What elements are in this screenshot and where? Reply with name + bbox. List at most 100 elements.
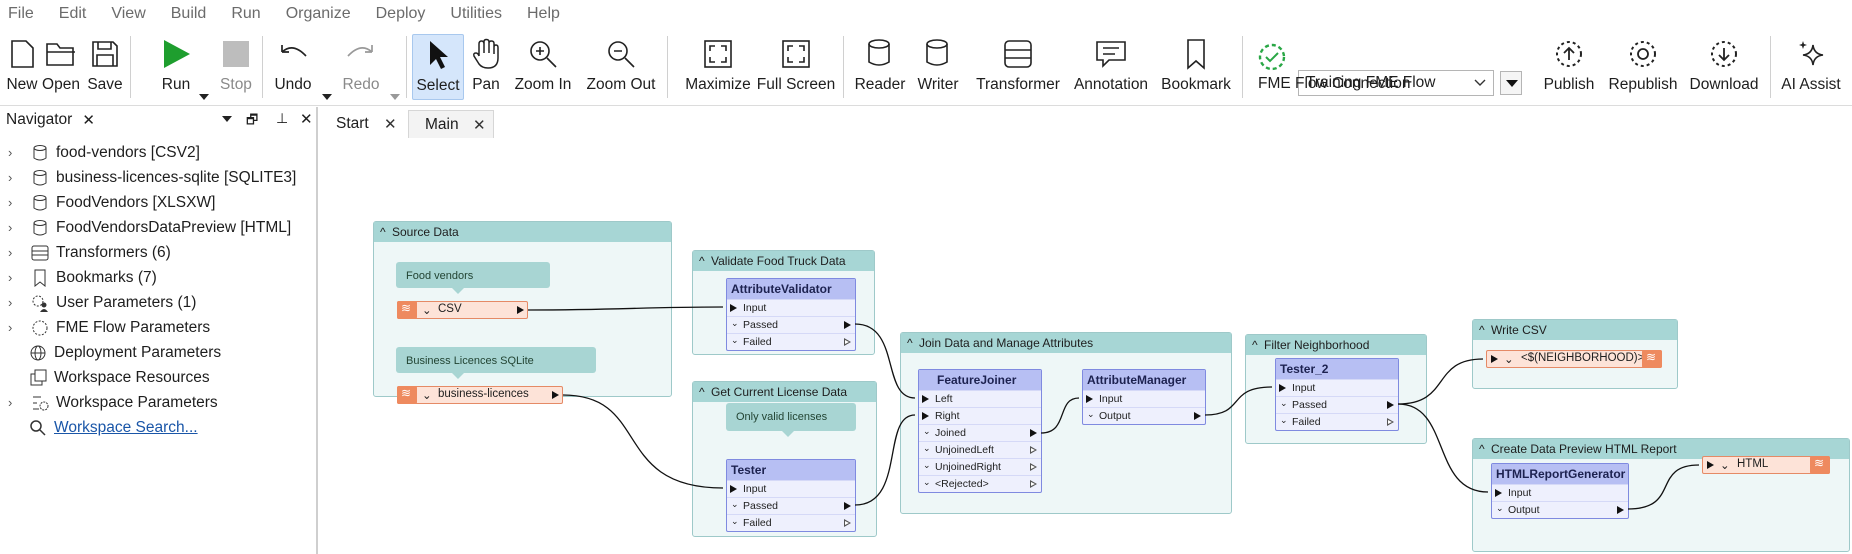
reader-button[interactable]: Reader [855, 34, 905, 100]
maximize-button[interactable]: Maximize [678, 34, 758, 100]
nav-item-workspace-resources[interactable]: Workspace Resources [20, 365, 210, 390]
zoom-out-button[interactable]: Zoom Out [585, 34, 657, 100]
close-panel-icon[interactable]: ✕ [300, 111, 313, 128]
republish-button[interactable]: Republish [1608, 34, 1678, 100]
expand-chevron-icon[interactable]: › [8, 170, 13, 185]
annotation-food-vendors[interactable]: Food vendors [396, 262, 550, 294]
menu-run[interactable]: Run [231, 5, 261, 22]
expand-chevron-icon[interactable]: › [8, 320, 13, 335]
menu-file[interactable]: File [8, 5, 34, 22]
workspace-search-link[interactable]: Workspace Search... [54, 418, 198, 436]
transformer-feature-joiner[interactable]: FeatureJoiner Left Right ⌄Joined ⌄Unjoin… [918, 369, 1042, 493]
nav-item-food-vendors[interactable]: ›food-vendors [CSV2] [0, 140, 200, 165]
chevron-down-icon[interactable]: ⌄ [1720, 460, 1730, 472]
ai-assist-button[interactable]: AI Assist [1778, 34, 1844, 100]
menu-organize[interactable]: Organize [285, 5, 351, 22]
input-port[interactable]: Input [1276, 379, 1398, 396]
stop-button[interactable]: Stop [218, 34, 254, 100]
workspace-canvas[interactable]: Source Data Validate Food Truck Data Get… [321, 138, 1852, 554]
expand-chevron-icon[interactable]: › [8, 245, 13, 260]
chevron-down-icon[interactable]: ⌄ [1504, 354, 1514, 366]
input-port[interactable]: Input [727, 299, 855, 316]
open-button[interactable]: Open [42, 34, 80, 100]
output-port-failed[interactable]: ⌄Failed [1276, 413, 1398, 430]
menu-help[interactable]: Help [526, 5, 560, 22]
input-port[interactable]: Input [727, 480, 855, 497]
menu-build[interactable]: Build [170, 5, 207, 22]
output-port-joined[interactable]: ⌄Joined [919, 424, 1041, 441]
chevron-down-icon[interactable]: ⌄ [422, 305, 432, 317]
output-port-icon[interactable] [517, 306, 524, 314]
writer-html[interactable]: ⌄ HTML [1702, 456, 1830, 474]
run-button[interactable]: Run [158, 34, 194, 100]
writer-csv[interactable]: ⌄ <$(NEIGHBORHOOD)> [1486, 350, 1662, 368]
nav-item-workspace-search[interactable]: Workspace Search... [20, 415, 198, 440]
transformer-html-report-generator[interactable]: HTMLReportGenerator Input ⌄Output [1491, 463, 1629, 519]
output-port-passed[interactable]: ⌄Passed [727, 497, 855, 514]
transformer-tester-2[interactable]: Tester_2 Input ⌄Passed ⌄Failed [1275, 358, 1399, 431]
redo-chevron-down-icon[interactable] [390, 94, 400, 100]
close-icon[interactable]: ✕ [82, 112, 95, 129]
full-screen-button[interactable]: Full Screen [757, 34, 835, 100]
download-button[interactable]: Download [1688, 34, 1760, 100]
nav-item-user-parameters[interactable]: ›User Parameters (1) [0, 290, 196, 315]
output-port-icon[interactable] [552, 391, 559, 399]
undo-chevron-down-icon[interactable] [322, 94, 332, 100]
output-port-output[interactable]: ⌄Output [1083, 407, 1205, 424]
float-window-icon[interactable]: 🗗 [246, 112, 259, 127]
input-port[interactable]: Input [1492, 484, 1628, 501]
nav-item-transformers[interactable]: ›Transformers (6) [0, 240, 171, 265]
input-port-icon[interactable] [1491, 355, 1498, 363]
nav-item-workspace-parameters[interactable]: ›Workspace Parameters [0, 390, 218, 415]
select-button[interactable]: Select [412, 34, 464, 100]
output-port-unjoined-right[interactable]: ⌄UnjoinedRight [919, 458, 1041, 475]
output-port-rejected[interactable]: ⌄<Rejected> [919, 475, 1041, 492]
transformer-button[interactable]: Transformer [974, 34, 1062, 100]
expand-chevron-icon[interactable]: › [8, 270, 13, 285]
output-port-passed[interactable]: ⌄Passed [1276, 396, 1398, 413]
dropdown-caret-icon[interactable] [222, 116, 232, 122]
nav-item-business-licences[interactable]: ›business-licences-sqlite [SQLITE3] [0, 165, 296, 190]
transformer-attribute-manager[interactable]: AttributeManager Input ⌄Output [1082, 369, 1206, 425]
nav-item-foodvendors-xlsxw[interactable]: ›FoodVendors [XLSXW] [0, 190, 215, 215]
output-port-failed[interactable]: ⌄Failed [727, 333, 855, 350]
nav-item-deployment-parameters[interactable]: Deployment Parameters [20, 340, 221, 365]
pan-button[interactable]: Pan [468, 34, 504, 100]
menu-edit[interactable]: Edit [58, 5, 87, 22]
output-port-failed[interactable]: ⌄Failed [727, 514, 855, 531]
nav-item-fme-flow-parameters[interactable]: ›FME Flow Parameters [0, 315, 210, 340]
annotation-business-licences[interactable]: Business Licences SQLite [396, 347, 596, 379]
menu-deploy[interactable]: Deploy [375, 5, 426, 22]
undo-button[interactable]: Undo [272, 34, 314, 100]
run-options-chevron-down-icon[interactable] [199, 94, 209, 100]
input-port-icon[interactable] [1707, 461, 1714, 469]
expand-chevron-icon[interactable]: › [8, 295, 13, 310]
expand-chevron-icon[interactable]: › [8, 195, 13, 210]
annotation-button[interactable]: Annotation [1070, 34, 1152, 100]
menu-utilities[interactable]: Utilities [450, 5, 502, 22]
expand-chevron-icon[interactable]: › [8, 145, 13, 160]
transformer-attribute-validator[interactable]: AttributeValidator Input ⌄Passed ⌄Failed [726, 278, 856, 351]
pin-icon[interactable]: ⊥ [276, 110, 289, 126]
fme-flow-connection-status-icon[interactable] [1257, 42, 1287, 77]
menu-view[interactable]: View [111, 5, 146, 22]
close-icon[interactable]: ✕ [473, 117, 486, 134]
new-button[interactable]: New [5, 34, 39, 100]
reader-csv[interactable]: ⌄ CSV [397, 301, 528, 319]
input-port[interactable]: Input [1083, 390, 1205, 407]
output-port-unjoined-left[interactable]: ⌄UnjoinedLeft [919, 441, 1041, 458]
output-port-passed[interactable]: ⌄Passed [727, 316, 855, 333]
output-port-output[interactable]: ⌄Output [1492, 501, 1628, 518]
annotation-valid-licenses[interactable]: Only valid licenses [726, 403, 856, 437]
zoom-in-button[interactable]: Zoom In [510, 34, 576, 100]
bookmark-button[interactable]: Bookmark [1160, 34, 1232, 100]
chevron-down-icon[interactable]: ⌄ [422, 390, 432, 402]
close-icon[interactable]: ✕ [384, 116, 397, 133]
publish-button[interactable]: Publish [1540, 34, 1598, 100]
transformer-tester[interactable]: Tester Input ⌄Passed ⌄Failed [726, 459, 856, 532]
fme-flow-select[interactable]: Training FME Flow [1298, 70, 1494, 96]
expand-chevron-icon[interactable]: › [8, 395, 13, 410]
input-port-left[interactable]: Left [919, 390, 1041, 407]
reader-business-licences[interactable]: ⌄ business-licences [397, 386, 563, 404]
expand-chevron-icon[interactable]: › [8, 220, 13, 235]
